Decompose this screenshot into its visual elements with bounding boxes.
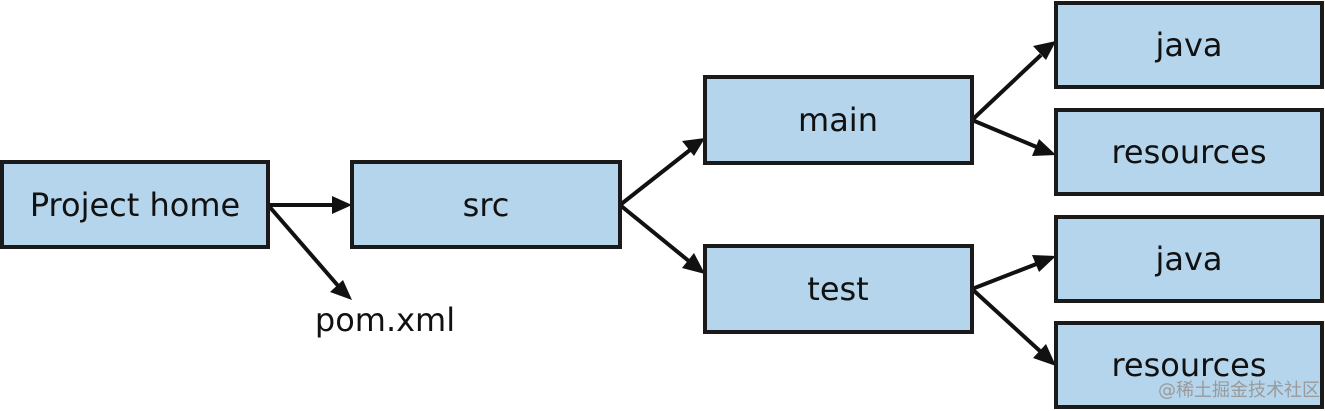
edge-project-home-to-pom xyxy=(266,203,352,300)
node-test-java-label: java xyxy=(1154,240,1222,278)
node-main: main xyxy=(703,75,974,165)
node-main-resources: resources xyxy=(1054,108,1324,196)
node-test: test xyxy=(703,244,974,334)
node-test-resources-label: resources xyxy=(1111,346,1266,384)
node-test-resources: resources xyxy=(1054,321,1324,409)
node-main-resources-label: resources xyxy=(1111,133,1266,171)
node-project-home-label: Project home xyxy=(30,186,240,224)
edge-main-to-resources xyxy=(971,118,1056,156)
edge-test-to-resources xyxy=(970,287,1056,366)
node-main-java: java xyxy=(1054,1,1324,89)
node-src: src xyxy=(350,160,622,249)
edge-src-to-test xyxy=(618,203,705,274)
edge-test-to-java xyxy=(971,255,1056,291)
edge-project-home-to-src xyxy=(268,196,352,214)
pom-xml-label: pom.xml xyxy=(315,301,455,339)
watermark-text: @稀土掘金技术社区 xyxy=(1158,380,1320,401)
edge-src-to-main xyxy=(618,138,705,207)
node-test-java: java xyxy=(1054,215,1324,303)
node-project-home: Project home xyxy=(0,160,270,249)
node-test-label: test xyxy=(807,270,868,308)
node-main-java-label: java xyxy=(1154,26,1222,64)
node-main-label: main xyxy=(798,101,878,139)
node-src-label: src xyxy=(463,186,510,224)
edge-main-to-java xyxy=(970,41,1056,122)
